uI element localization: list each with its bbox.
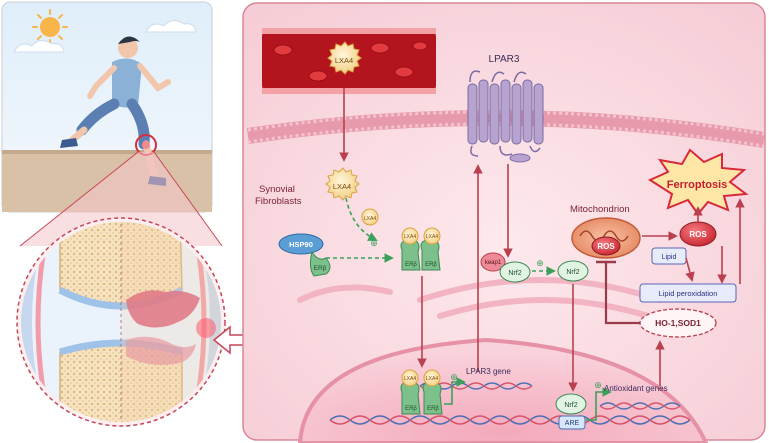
plus-sign-4: ⊕: [594, 380, 602, 390]
ferroptosis-label: Ferroptosis: [667, 179, 728, 191]
hsp90-complex: [278, 233, 331, 277]
er-beta-label: ERβ: [314, 265, 327, 272]
runner-scene: [1, 1, 223, 247]
lxa4-vessel-label: LXA4: [335, 56, 353, 65]
lxa4-vessel-particle: [327, 41, 362, 75]
ros-label: ROS: [689, 230, 707, 239]
er-beta-dimer-b-label: ERβ: [425, 262, 437, 268]
lxa4-small-particle: [361, 208, 379, 226]
nrf2-a-label: Nrf2: [508, 270, 521, 277]
plus-sign-1: ⊕: [370, 238, 378, 248]
lipid-label: Lipid: [662, 254, 677, 261]
lxa4-dimer-a-label: LXA4: [404, 234, 416, 240]
lipid-peroxidation-box: [639, 283, 737, 303]
ho1-sod1-label: HO-1,SOD1: [655, 318, 701, 328]
lipid-peroxidation-label: Lipid peroxidation: [659, 289, 718, 298]
lxa4-small-label: LXA4: [364, 216, 376, 222]
are-label: ARE: [565, 420, 580, 427]
ferroptosis-burst: [647, 148, 749, 216]
keap1-nrf2: [480, 252, 589, 430]
er-beta-nuc-b-label: ERβ: [427, 406, 439, 412]
plus-sign-2: ⊕: [450, 372, 458, 382]
ros-mito-label: ROS: [597, 242, 615, 251]
er-beta-dimer-a-label: ERβ: [405, 262, 417, 268]
joint-cross-section: [16, 217, 226, 427]
lpar3-receptor: [467, 70, 544, 163]
mitochondrion-label: Mitochondrion: [570, 204, 630, 215]
er-beta-nuc-a-label: ERβ: [405, 406, 417, 412]
pathway-arrows: [326, 88, 745, 421]
lxa4-nucleus-a-label: LXA4: [404, 376, 416, 382]
lxa4-particles: [325, 41, 441, 387]
keap1-label: keap1: [485, 260, 502, 266]
nrf2-nucleus-label: Nrf2: [564, 402, 577, 409]
antioxidant-genes-label: Antioxidant genes: [604, 384, 668, 393]
endoplasmic-reticulum: [297, 277, 663, 323]
fibroblasts-label: Fibroblasts: [255, 196, 302, 207]
synovial-label: Synovial: [259, 184, 295, 195]
zoom-cone: [20, 152, 222, 246]
lpar3-label: LPAR3: [489, 54, 520, 65]
mitochondrion: [571, 217, 641, 259]
lipid-box: [651, 247, 687, 265]
lxa4-nucleus-b-label: LXA4: [426, 376, 438, 382]
er-beta-dimer-nuc: [400, 381, 443, 415]
nucleus: [297, 337, 709, 443]
cloud-icon: [13, 20, 197, 53]
lpar3-gene-label: LPAR3 gene: [466, 367, 511, 376]
lxa4-cell-particle: [325, 167, 360, 201]
plus-sign-3: ⊕: [536, 258, 544, 268]
hsp90-label: HSP90: [289, 240, 313, 249]
nrf2-b-label: Nrf2: [566, 269, 579, 276]
lxa4-dimer-b-label: LXA4: [426, 234, 438, 240]
sun-icon: [32, 9, 68, 45]
lxa4-cell-label: LXA4: [333, 182, 351, 191]
